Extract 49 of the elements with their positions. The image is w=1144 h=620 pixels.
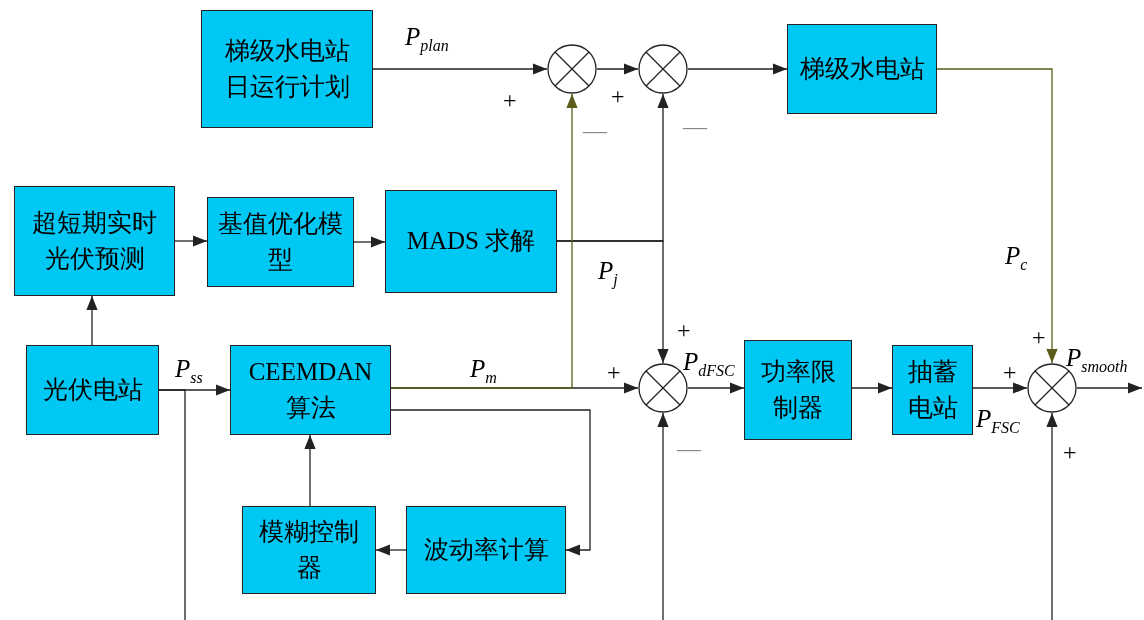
sign-label: + <box>611 84 625 108</box>
process-box: MADS 求解 <box>385 190 557 293</box>
edge-label: P$_{plan}$ <box>405 24 449 54</box>
edge-label: P$_{ss}$ <box>175 356 203 386</box>
arrow <box>1046 412 1058 620</box>
process-box: 波动率计算 <box>406 506 566 594</box>
sign-label: + <box>1063 440 1077 464</box>
arrow <box>390 409 591 556</box>
process-box: 抽蓄电站 <box>892 345 973 435</box>
edge-label: P$_{c}$ <box>1005 243 1028 273</box>
sign-label: + <box>503 88 517 112</box>
arrow <box>936 68 1058 364</box>
process-box: 超短期实时光伏预测 <box>14 186 175 296</box>
sign-label: — <box>683 114 707 138</box>
arrow <box>972 382 1028 394</box>
arrow <box>687 382 745 394</box>
process-box: 梯级水电站 <box>787 24 937 114</box>
arrow <box>372 63 548 75</box>
arrow <box>657 412 669 620</box>
arrow <box>390 93 578 389</box>
process-box: 光伏电站 <box>26 345 159 435</box>
process-box: CEEMDAN 算法 <box>230 345 391 435</box>
summing-junction <box>547 44 597 94</box>
sign-label: + <box>677 318 691 342</box>
edge-label: P$_{smooth}$ <box>1066 345 1128 375</box>
arrow <box>1076 382 1143 394</box>
sign-label: + <box>1003 360 1017 384</box>
arrow <box>353 236 386 248</box>
sign-label: + <box>607 360 621 384</box>
arrow <box>851 382 893 394</box>
arrow <box>86 295 98 346</box>
edge-label: P$_{m}$ <box>470 356 497 386</box>
edge-label: P$_{dFSC}$ <box>683 349 735 379</box>
arrow <box>596 63 639 75</box>
arrow <box>375 544 407 556</box>
process-box: 梯级水电站日运行计划 <box>201 10 373 128</box>
sign-label: — <box>677 436 701 460</box>
process-box: 功率限制器 <box>744 340 852 440</box>
arrow <box>174 235 208 247</box>
arrow <box>556 240 669 364</box>
arrow <box>687 63 788 75</box>
sign-label: — <box>583 118 607 142</box>
edge-label: P$_{j}$ <box>598 258 618 288</box>
process-box: 模糊控制器 <box>242 506 376 594</box>
process-box: 基值优化模型 <box>207 197 354 287</box>
sign-label: + <box>1032 325 1046 349</box>
summing-junction <box>638 44 688 94</box>
edge-label: P$_{FSC}$ <box>976 406 1020 436</box>
arrow <box>304 434 316 507</box>
